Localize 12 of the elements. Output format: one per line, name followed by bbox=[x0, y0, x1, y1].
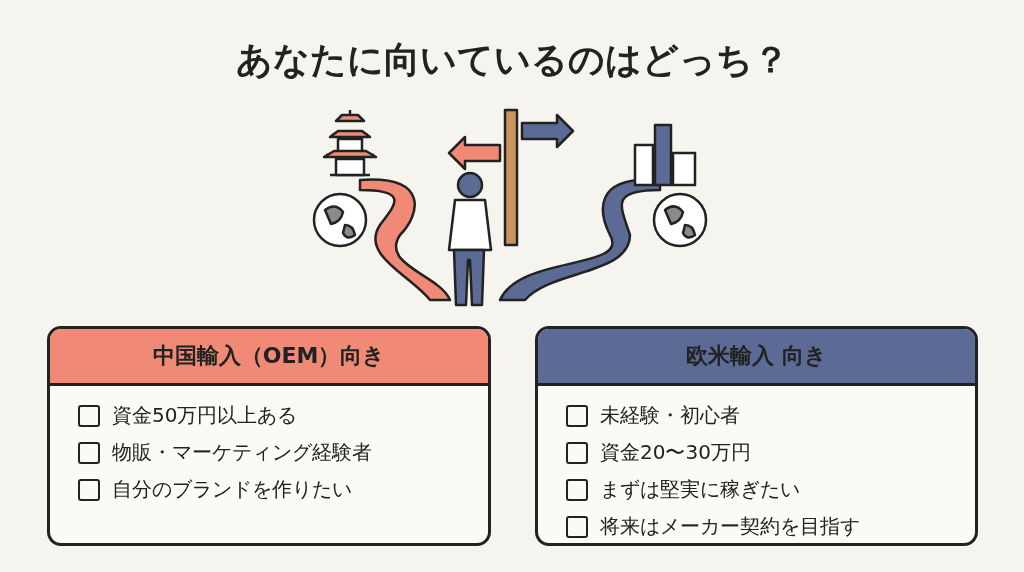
checklist-item: 資金50万円以上ある bbox=[112, 402, 298, 429]
checklist-card bbox=[47, 326, 491, 546]
checklist-item: 資金20〜30万円 bbox=[600, 439, 751, 466]
card-heading: 中国輸入（OEM）向き bbox=[152, 342, 386, 370]
checklist-card bbox=[535, 326, 978, 546]
title: あなたに向いているのはどっち？ bbox=[234, 38, 790, 82]
checklist-item: まずは堅実に稼ぎたい bbox=[600, 476, 800, 503]
checklist-item: 将来はメーカー契約を目指す bbox=[600, 513, 860, 540]
card-heading: 欧米輸入 向き bbox=[686, 342, 827, 370]
checklist-item: 未経験・初心者 bbox=[600, 402, 740, 429]
checklist-item: 物販・マーケティング経験者 bbox=[112, 439, 372, 466]
checklist-item: 自分のブランドを作りたい bbox=[112, 476, 352, 503]
